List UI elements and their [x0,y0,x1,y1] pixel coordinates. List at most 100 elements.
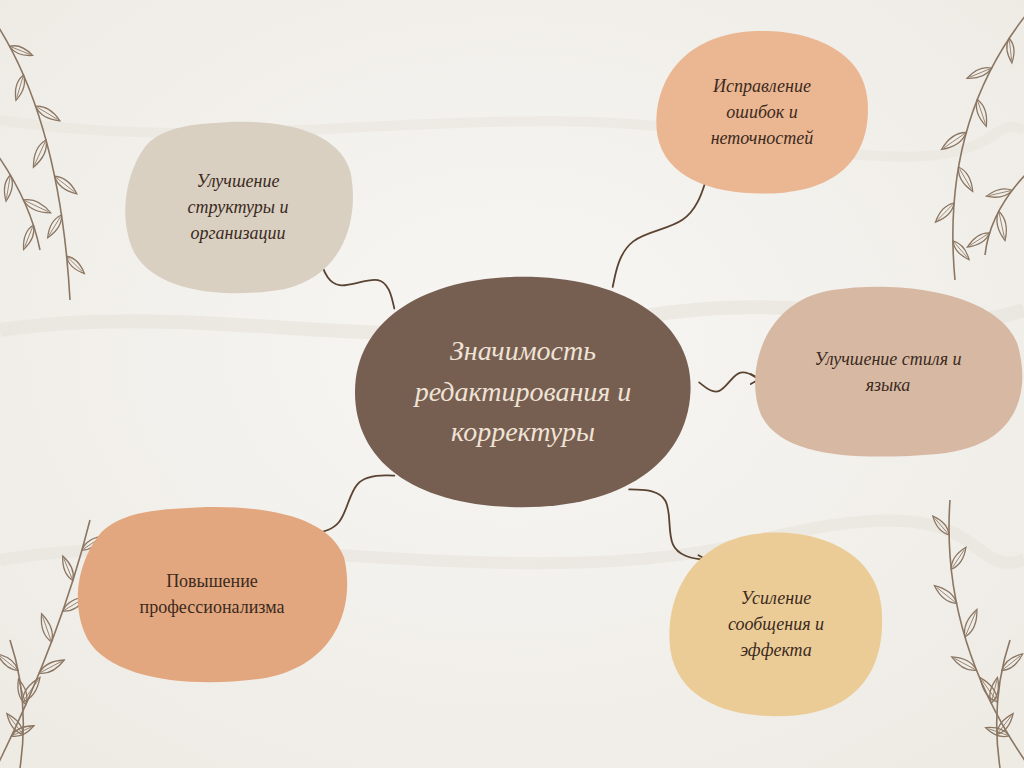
leaf [933,201,957,225]
leaf-branch [930,500,1024,768]
leaf-vein [978,101,985,123]
leaf-outline [950,239,971,262]
leaf-outline [1006,38,1016,63]
topic-label: Усиление сообщения и эффекта [706,585,846,663]
leaf [950,653,979,673]
central-label: Значимость редактирования и корректуры [407,331,639,453]
leaf-stem [0,20,70,300]
leaf [932,583,959,607]
leaf-outline [939,129,968,153]
leaf-outline [4,711,26,736]
leaf-outline [38,612,56,643]
leaf-vein [11,47,29,54]
leaf-vein [998,716,1011,733]
leaf-vein [43,617,51,641]
leaf-outline [961,608,981,639]
topic-blob: Повышение профессионализма [74,503,350,685]
topic-blob: Улучшение стиля и языка [750,283,1024,461]
leaf-branch [0,640,43,768]
leaf-outline [977,675,1001,704]
leaf-outline [37,656,66,676]
leaf-outline [950,653,979,673]
leaf-vein [68,258,82,272]
leaf-outline [966,65,993,82]
topic-blob: Усиление сообщения и эффекта [666,529,886,719]
blob-shape [74,503,350,685]
leaf-vein [64,559,72,579]
central-topic: Значимость редактирования и корректуры [348,272,697,512]
leaf [961,608,981,639]
topic-blob: Исправление ошибок и неточностей [653,28,872,196]
leaf-outline [12,74,27,102]
leaf-vein [944,134,965,148]
leaf [45,213,65,239]
leaf-vein [1009,40,1011,60]
blob-shape [750,283,1024,461]
leaf-outline [64,254,87,276]
leaf [4,711,26,736]
leaf-outline [965,230,991,251]
leaf-stem [949,500,1024,768]
leaf-outline [20,224,37,251]
topic-blob: Улучшение структуры и организации [122,118,355,296]
leaf-stem [953,10,1024,280]
leaf [2,174,14,201]
leaf [37,656,66,676]
leaf-stem [10,640,23,768]
leaf-stem [985,170,1024,255]
curly-arrow [304,475,395,534]
leaf-branch [0,150,52,251]
leaf-vein [0,656,17,669]
leaf-vein [954,658,974,669]
curly-arrow [629,489,706,560]
leaf-outline [1000,651,1024,673]
leaf-branch [0,20,87,300]
leaf [950,239,971,262]
leaf [0,651,20,673]
leaf [1006,38,1016,63]
leaf-stem [0,520,90,768]
leaf-outline [948,545,969,571]
leaf-outline [52,173,79,197]
blob-fill [78,507,347,682]
leaf [965,230,991,251]
leaf-branch [977,640,1024,768]
leaf-vein [9,716,22,733]
leaf [1000,651,1024,673]
leaf [59,555,76,582]
leaf-outline [2,174,14,201]
leaf-vein [989,191,1010,196]
leaf [995,210,1010,241]
leaf-vein [24,680,39,700]
leaf [955,165,976,193]
leaf-outline [955,165,976,193]
leaf-vein [952,550,964,568]
leaf-outline [933,201,957,225]
blob-fill [656,31,868,194]
leaf-vein [970,234,988,246]
leaf-outline [986,187,1013,200]
leaf [974,98,990,127]
leaf [948,545,969,571]
leaf [64,254,87,276]
leaf-outline [8,43,34,59]
leaf [930,514,951,537]
leaf-vein [25,201,48,212]
leaf [52,173,79,197]
leaf [30,138,50,169]
leaf-vein [954,242,967,257]
topic-label: Улучшение стиля и языка [798,346,978,398]
leaf-vein [966,612,976,635]
blob-fill [355,277,691,507]
leaf-branch [933,10,1024,280]
leaf [12,74,27,102]
blob-fill [669,532,882,716]
leaf-branch [965,170,1024,255]
blob-fill [755,287,1022,457]
leaf [19,675,43,704]
leaf-vein [999,213,1004,237]
leaf [22,196,53,216]
leaf-vein [982,680,997,700]
leaf-vein [37,107,57,119]
